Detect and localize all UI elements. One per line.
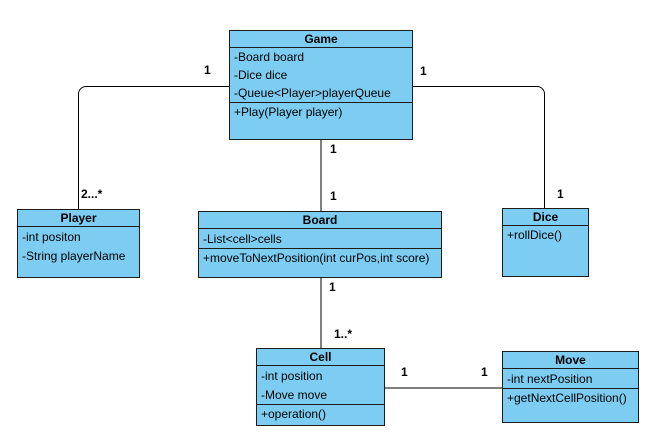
class-player[interactable]: Player -int positon -String playerName (17, 209, 140, 278)
class-dice-methods: +rollDice() (503, 226, 588, 244)
class-cell-methods: +operation() (257, 404, 384, 423)
class-move-title: Move (503, 352, 638, 369)
class-dice-title: Dice (503, 209, 588, 226)
multiplicity-game-dice-target: 1 (557, 187, 564, 201)
connector-game-board[interactable] (320, 140, 322, 211)
multiplicity-board-cell-target: 1..* (334, 327, 353, 341)
class-player-title: Player (18, 210, 139, 227)
attribute: -int position (261, 369, 323, 383)
class-board-methods: +moveToNextPosition(int curPos,int score… (199, 248, 441, 267)
multiplicity-game-board-target: 1 (330, 189, 337, 203)
class-cell-title: Cell (257, 349, 384, 366)
class-move[interactable]: Move -int nextPosition +getNextCellPosit… (502, 351, 639, 423)
class-game-title: Game (230, 31, 412, 48)
class-move-attributes: -int nextPosition (503, 369, 638, 388)
attribute: -int nextPosition (507, 372, 593, 386)
attribute: -List<cell>cells (203, 232, 282, 246)
multiplicity-cell-move-target: 1 (481, 365, 488, 379)
method: +rollDice() (507, 228, 563, 242)
class-game-attributes: -Board board -Dice dice -Queue<Player>pl… (230, 48, 412, 102)
method: +getNextCellPosition() (507, 391, 627, 405)
method: +Play(Player player) (234, 105, 343, 119)
class-game[interactable]: Game -Board board -Dice dice -Queue<Play… (229, 30, 413, 140)
multiplicity-cell-move-source: 1 (401, 365, 408, 379)
multiplicity-game-player-target: 2...* (81, 187, 103, 201)
method: +moveToNextPosition(int curPos,int score… (203, 251, 430, 265)
connector-cell-move[interactable] (385, 387, 502, 389)
class-cell[interactable]: Cell -int position -Move move +operation… (256, 348, 385, 426)
attribute: -Board board (234, 50, 305, 64)
multiplicity-game-board-source: 1 (330, 142, 337, 156)
attribute: -int positon (22, 230, 81, 244)
connector-board-cell[interactable] (320, 278, 322, 348)
connector-game-dice[interactable] (413, 86, 545, 208)
class-dice[interactable]: Dice +rollDice() (502, 208, 589, 277)
class-board[interactable]: Board -List<cell>cells +moveToNextPositi… (198, 211, 442, 278)
attribute: -Dice dice (234, 68, 288, 82)
attribute: -Move move (261, 388, 328, 402)
class-move-methods: +getNextCellPosition() (503, 388, 638, 407)
attribute: -String playerName (22, 249, 126, 263)
class-game-methods: +Play(Player player) (230, 102, 412, 121)
multiplicity-game-dice-source: 1 (420, 64, 427, 78)
multiplicity-game-player-source: 1 (204, 63, 211, 77)
class-player-attributes: -int positon -String playerName (18, 227, 139, 265)
class-board-attributes: -List<cell>cells (199, 229, 441, 248)
attribute: -Queue<Player>playerQueue (234, 86, 391, 100)
method: +operation() (261, 407, 327, 421)
class-board-title: Board (199, 212, 441, 229)
connector-game-player[interactable] (78, 86, 229, 209)
class-cell-attributes: -int position -Move move (257, 366, 384, 404)
multiplicity-board-cell-source: 1 (329, 280, 336, 294)
